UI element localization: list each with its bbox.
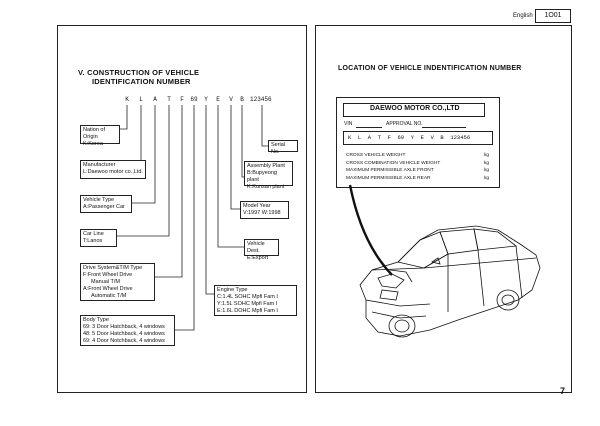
left-title-line1: V. CONSTRUCTION OF VEHICLE [78, 68, 200, 77]
assembly-line: B:Bupyeong plant [247, 170, 277, 183]
body-line: 69: 4 Door Notchback, 4 windows [83, 338, 165, 344]
vehicle-type-value: A:Passenger Car [83, 204, 125, 210]
vin-serial: 123456 [250, 96, 272, 103]
drive-line: Automatic T/M [91, 293, 127, 299]
drive-line: F:Front Wheel Drive [83, 272, 133, 278]
serial-number-box: Serial No. [268, 140, 298, 155]
carline-title: Car Line [83, 231, 104, 237]
page-code-badge: 1O01 [535, 9, 571, 23]
body-type-box: Body Type 69: 3 Door Hatchback, 4 window… [80, 315, 175, 346]
engine-line: E:1.6L DOHC Mpfi Fam I [217, 308, 278, 314]
plate-approval: APPROVAL NO. [386, 121, 423, 127]
plate-row-unit: kg [484, 153, 490, 158]
vin-char: L [139, 96, 143, 103]
body-line: 69: 3 Door Hatchback, 4 windows [83, 324, 165, 330]
destination-title: Vehicle Dest. [247, 241, 265, 254]
assembly-line: K:Kunsan plant [247, 184, 285, 190]
vehicle-type-title: Vehicle Type [83, 197, 115, 203]
vin-plate [336, 97, 500, 188]
plate-row-unit: kg [484, 161, 490, 166]
vin-char: T [167, 96, 171, 103]
right-title: LOCATION OF VEHICLE INDENTIFICATION NUMB… [338, 65, 522, 72]
plate-vin-row-frame [343, 131, 493, 145]
plate-company-frame [343, 103, 485, 117]
vin-char: 69 [190, 96, 198, 103]
manufacturer-title: Manufacturer [83, 162, 116, 168]
plate-row-label: MAXIMUM PERMISSIBLE AXLE FRONT [346, 168, 434, 173]
origin-value: K:Korea [83, 141, 103, 147]
page-number: 7 [560, 386, 566, 396]
vin-char: F [180, 96, 184, 103]
model-year-box: Model Year V:1997 W:1998 [240, 201, 289, 219]
plate-approval-underline [422, 127, 466, 128]
page-code: 1O01 [544, 12, 562, 19]
vin-char: Y [204, 96, 208, 103]
vin-location-panel [315, 25, 572, 393]
vin-char: V [229, 96, 233, 103]
destination-value: E:Export [247, 255, 269, 261]
carline-value: T:Lanos [83, 238, 103, 244]
vin-char: B [240, 96, 244, 103]
engine-line: Y:1.5L SOHC Mpfi Fam I [217, 301, 278, 307]
origin-title: Nation of Origin [83, 127, 106, 140]
drive-system-box: Drive System&T/M Type F:Front Wheel Driv… [80, 263, 155, 301]
body-title: Body Type [83, 317, 109, 323]
plate-row-label: CROSS COMBINATION VEHICLE WEIGHT [346, 161, 441, 166]
carline-box: Car Line T:Lanos [80, 229, 117, 247]
plate-row-label: MAXIMUM PERMISSIBLE AXLE REAR [346, 176, 431, 181]
manufacturer-box: Manufacturer L:Daewoo motor co.,Ltd. [80, 160, 146, 179]
origin-box: Nation of Origin K:Korea [80, 125, 120, 147]
plate-row-unit: kg [484, 168, 490, 173]
plate-company: DAEWOO MOTOR CO.,LTD [370, 105, 460, 112]
plate-vin-row: K L A T F 69 Y E V B 123456 [348, 134, 471, 141]
assembly-title: Assembly Plant [247, 163, 285, 169]
assembly-plant-box: Assembly Plant B:Bupyeong plant K:Kunsan… [244, 161, 293, 190]
model-year-title: Model Year [243, 203, 271, 209]
plate-vin-label: VIN [344, 121, 353, 127]
drive-line: Manual T/M [91, 279, 120, 285]
vehicle-type-box: Vehicle Type A:Passenger Car [80, 195, 132, 213]
serial-title: Serial No. [271, 142, 286, 155]
body-line: 48: 5 Door Hatchback, 4 windows [83, 331, 165, 337]
vin-char: E [216, 96, 220, 103]
drive-line: A:Front Wheel Drive [83, 286, 133, 292]
drive-title: Drive System&T/M Type [83, 265, 143, 271]
engine-line: C:1.4L SOHC Mpfi Fam I [217, 294, 278, 300]
vin-char: A [153, 96, 157, 103]
manufacturer-value: L:Daewoo motor co.,Ltd. [83, 169, 143, 175]
plate-vin-underline [356, 127, 382, 128]
model-year-value: V:1997 W:1998 [243, 210, 281, 216]
plate-row-label: CROSS VEHICLE WEIGHT [346, 153, 406, 158]
vin-char: K [125, 96, 129, 103]
plate-row-unit: kg [484, 176, 490, 181]
engine-type-box: Engine Type C:1.4L SOHC Mpfi Fam I Y:1.5… [214, 285, 297, 316]
destination-box: Vehicle Dest. E:Export [244, 239, 279, 261]
left-title-line2: IDENTIFICATION NUMBER [92, 77, 191, 86]
engine-title: Engine Type [217, 287, 248, 293]
language-label: English [513, 13, 533, 19]
